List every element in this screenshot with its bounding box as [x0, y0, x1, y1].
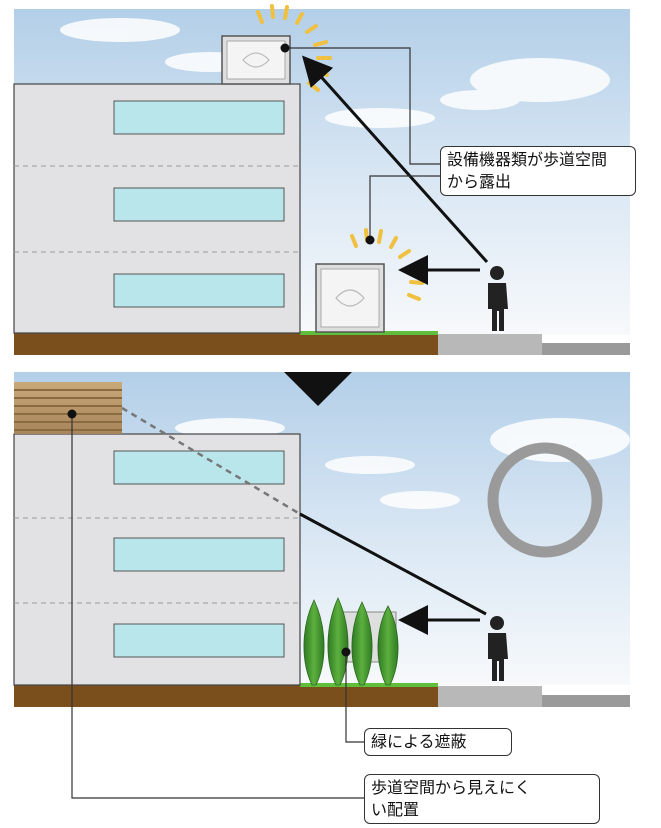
callout-line: 歩道空間から見えにく — [371, 778, 531, 797]
person-icon — [488, 266, 508, 331]
ground-soil — [14, 685, 438, 707]
callout-connector — [345, 652, 364, 743]
screen-louver-icon — [14, 382, 122, 434]
person-icon — [488, 616, 508, 681]
callout-line: 設備機器類が歩道空間 — [447, 150, 608, 169]
window — [113, 100, 285, 135]
callout-text: 緑による遮蔽 — [371, 732, 467, 751]
window — [113, 623, 285, 658]
equipment-unit-icon — [221, 35, 291, 85]
callout-connector — [369, 175, 440, 240]
road — [542, 695, 630, 707]
callout-green-screening: 緑による遮蔽 — [364, 728, 512, 756]
window — [113, 537, 285, 572]
callout-line: から露出 — [447, 172, 512, 191]
tree-screen — [303, 597, 399, 686]
sidewalk — [438, 686, 542, 707]
sidewalk — [438, 334, 542, 355]
window — [113, 187, 285, 222]
panel-after — [13, 372, 630, 799]
window — [113, 450, 285, 485]
grass-strip — [300, 331, 438, 335]
equipment-unit-icon — [315, 263, 385, 333]
callout-line: い配置 — [371, 800, 420, 819]
callout-connector — [71, 414, 364, 799]
road — [542, 343, 630, 355]
callout-hidden-placement: 歩道空間から見えにく い配置 — [364, 774, 600, 824]
window — [113, 273, 285, 308]
ground-soil — [14, 333, 438, 355]
callout-connector — [285, 47, 440, 165]
circle-mark-icon — [487, 442, 603, 558]
callout-exposed-equipment: 設備機器類が歩道空間 から露出 — [440, 146, 636, 196]
grass-strip — [300, 683, 438, 687]
